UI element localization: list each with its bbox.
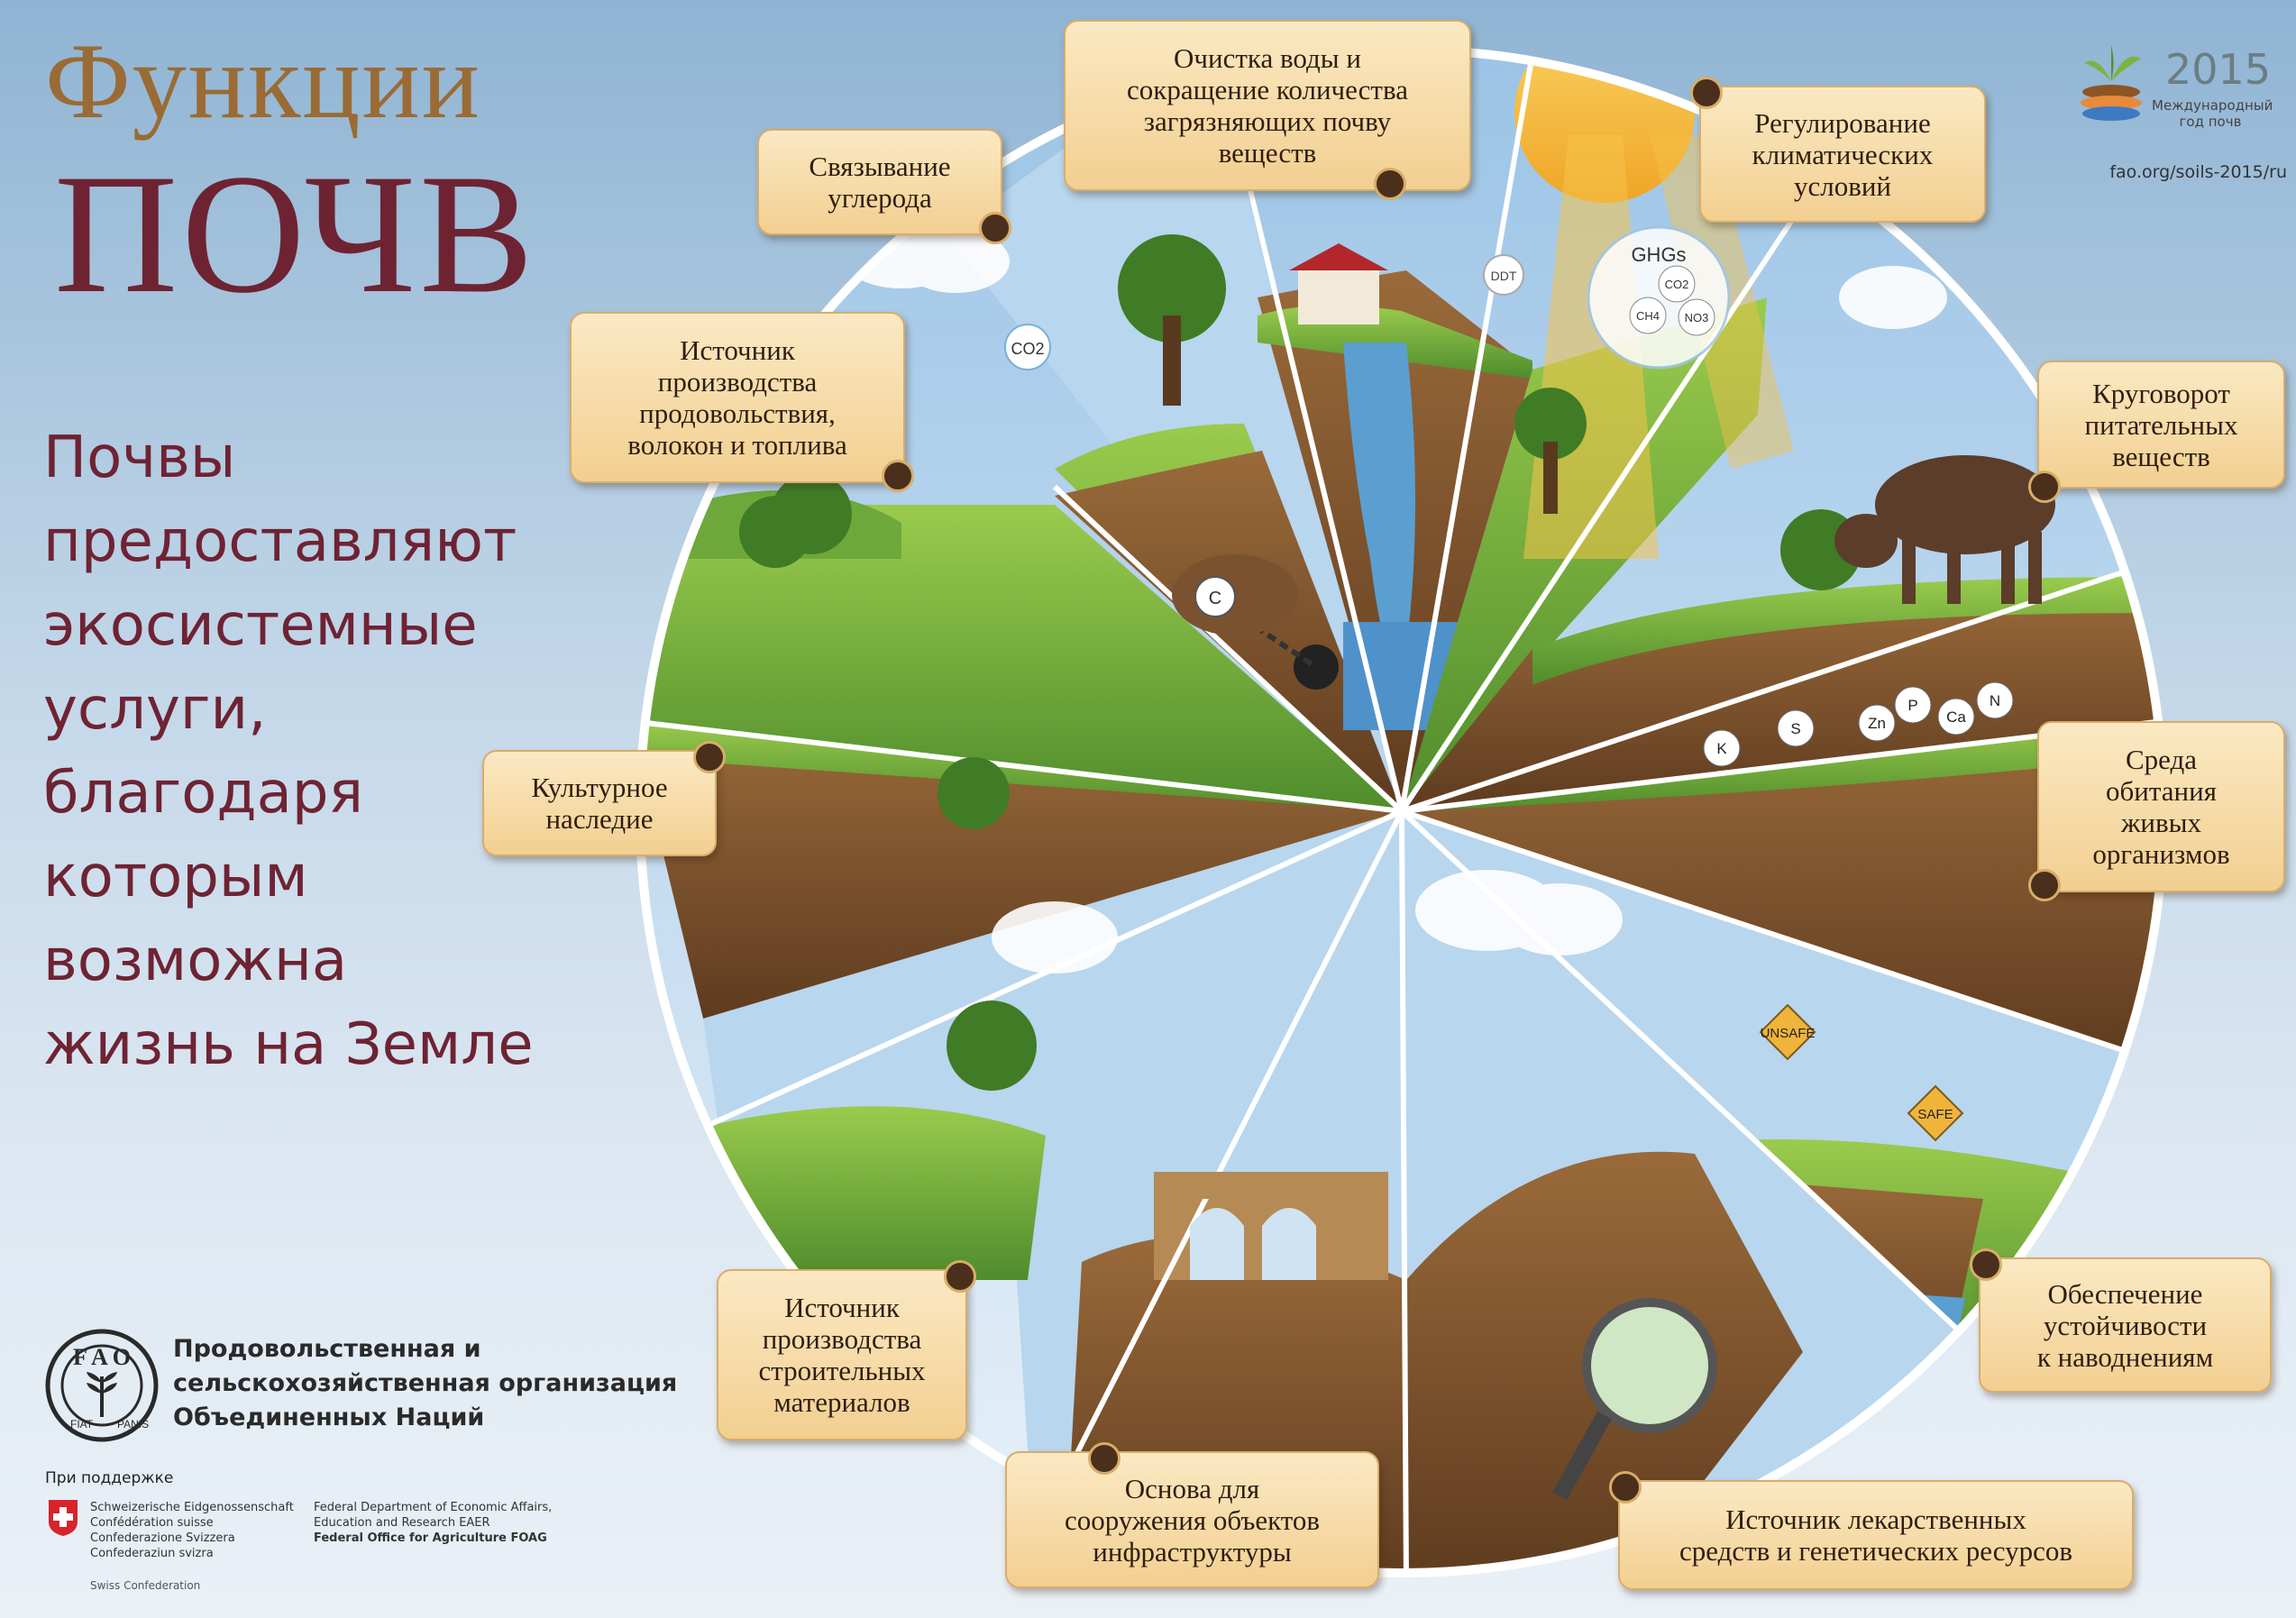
fao-name: Продовольственная и сельскохозяйственная… bbox=[173, 1335, 678, 1431]
nutrient-n: N bbox=[1990, 692, 2000, 709]
label-dot bbox=[2028, 471, 2061, 503]
ghg-ch4: CH4 bbox=[1636, 309, 1660, 323]
ddt-bubble: DDT bbox=[1491, 269, 1517, 283]
label-dot bbox=[1970, 1248, 2002, 1281]
subtitle-line: Почвы bbox=[43, 425, 236, 491]
label-dot bbox=[1088, 1442, 1121, 1475]
nutrient-k: K bbox=[1716, 740, 1727, 757]
ghg-no3: NO3 bbox=[1685, 311, 1709, 325]
svg-text:FIAT: FIAT bbox=[70, 1418, 94, 1431]
subtitle-line: благодаря bbox=[43, 760, 363, 827]
subtitle-line: предоставляют bbox=[43, 508, 517, 575]
nutrient-s: S bbox=[1790, 720, 1800, 737]
svg-text:F A O: F A O bbox=[73, 1344, 131, 1370]
label-dot bbox=[693, 741, 726, 773]
label-dot bbox=[2028, 869, 2061, 901]
fao-url[interactable]: fao.org/soils-2015/ru bbox=[2109, 162, 2287, 182]
segment-food bbox=[640, 505, 1402, 811]
label-dot bbox=[882, 460, 914, 492]
ghgs-label: GHGs bbox=[1631, 243, 1686, 266]
subtitle-line: которым bbox=[43, 844, 308, 910]
segment-construction bbox=[703, 811, 1402, 1172]
federal-office: Federal Department of Economic Affairs, … bbox=[314, 1501, 553, 1545]
nutrient-p: P bbox=[1907, 697, 1917, 714]
subtitle-line: экосистемные bbox=[43, 592, 478, 659]
iys-year: 2015 bbox=[2165, 45, 2272, 94]
label-dot bbox=[1690, 77, 1723, 109]
nutrient-ca: Ca bbox=[1946, 708, 1966, 726]
unsafe-sign: UNSAFE bbox=[1761, 1026, 1816, 1041]
fao-emblem-icon: F A O FIAT PANIS bbox=[45, 1329, 159, 1442]
swiss-confederation-names: Schweizerische Eidgenossenschaft Confédé… bbox=[90, 1501, 294, 1560]
swiss-flag-icon bbox=[49, 1500, 78, 1536]
support-label: При поддержке bbox=[45, 1469, 174, 1487]
label-dot bbox=[944, 1260, 976, 1293]
ghg-co2: CO2 bbox=[1665, 278, 1689, 291]
label-dot bbox=[979, 212, 1011, 244]
subtitle: Почвы предоставляют экосистемные услуги,… bbox=[43, 416, 602, 1087]
nutrient-zn: Zn bbox=[1868, 715, 1886, 732]
label-dot bbox=[1609, 1471, 1642, 1504]
segment-habitat bbox=[1402, 721, 2163, 1064]
subtitle-line: жизнь на Земле bbox=[43, 1011, 534, 1078]
label-dot bbox=[1374, 168, 1406, 200]
svg-text:PANIS: PANIS bbox=[117, 1418, 149, 1431]
title-line-2: ПОЧВ bbox=[54, 140, 537, 329]
subtitle-line: возможна bbox=[43, 928, 348, 994]
co2-bubble: CO2 bbox=[1011, 340, 1044, 358]
iys-emblem-icon bbox=[2081, 45, 2142, 121]
swiss-confederation: Swiss Confederation bbox=[90, 1579, 201, 1592]
subtitle-line: услуги, bbox=[43, 676, 267, 743]
title-line-1: Функции bbox=[45, 21, 481, 141]
safe-sign: SAFE bbox=[1917, 1107, 1953, 1122]
carbon-symbol: C bbox=[1209, 589, 1221, 608]
